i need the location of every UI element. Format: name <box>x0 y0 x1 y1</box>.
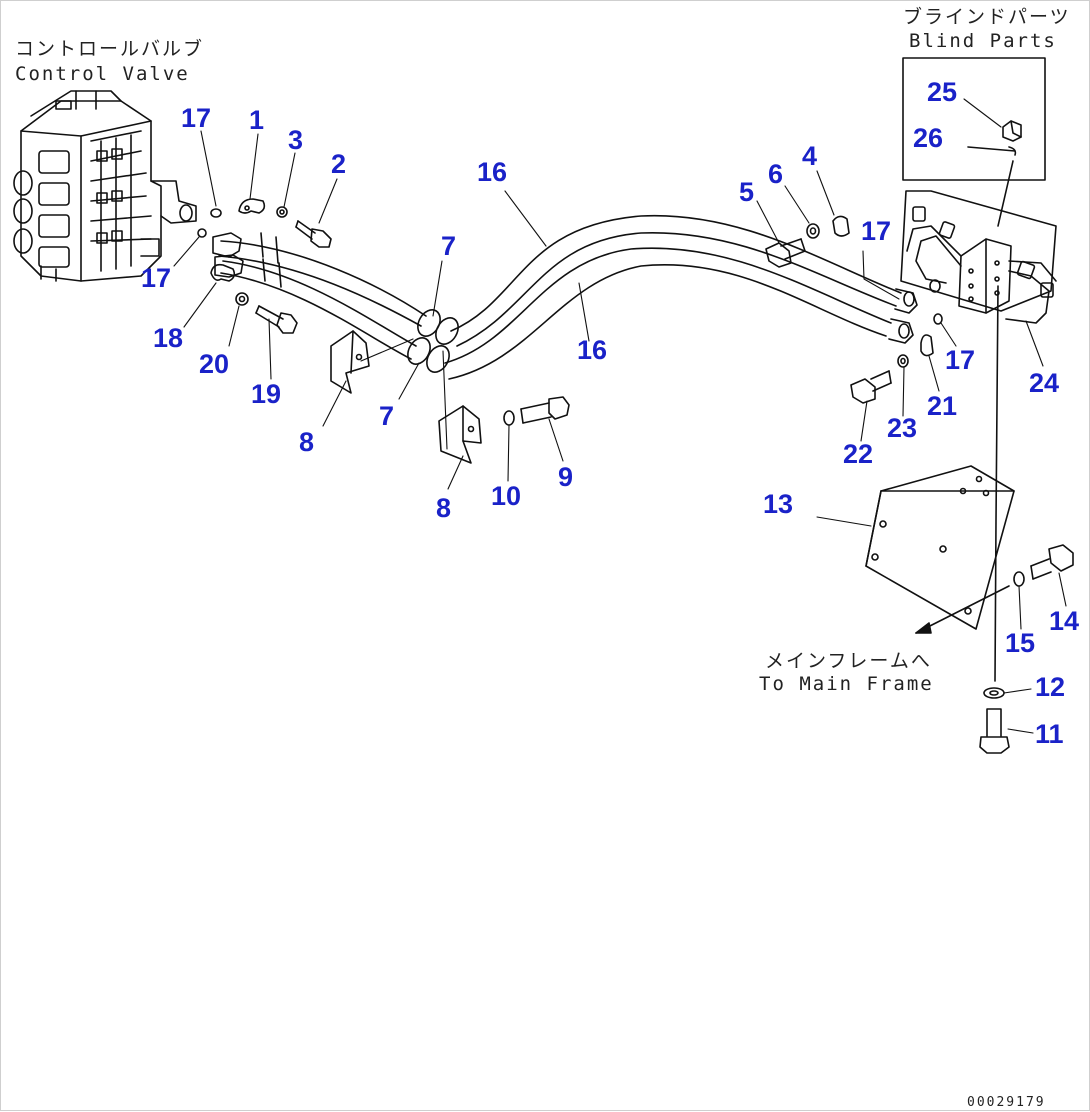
callout-16: 16 <box>577 335 608 365</box>
control-valve-label-en: Control Valve <box>15 63 190 85</box>
callout-14: 14 <box>1049 606 1080 636</box>
callout-19: 19 <box>251 379 282 409</box>
callout-25: 25 <box>927 77 958 107</box>
callout-16: 16 <box>477 157 508 187</box>
callout-8: 8 <box>436 493 452 523</box>
callout-17: 17 <box>181 103 212 133</box>
callout-3: 3 <box>288 125 304 155</box>
callout-24: 24 <box>1029 368 1060 398</box>
main-frame-label-jp: メインフレームへ <box>765 650 932 672</box>
callout-20: 20 <box>199 349 230 379</box>
callout-23: 23 <box>887 413 918 443</box>
callout-7: 7 <box>379 401 395 431</box>
callout-7: 7 <box>441 231 457 261</box>
callout-17: 17 <box>141 263 172 293</box>
callout-18: 18 <box>153 323 184 353</box>
callout-4: 4 <box>802 141 818 171</box>
callout-1: 1 <box>249 105 265 135</box>
callout-10: 10 <box>491 481 522 511</box>
callout-13: 13 <box>763 489 794 519</box>
callout-17: 17 <box>945 345 976 375</box>
callout-2: 2 <box>331 149 347 179</box>
callout-9: 9 <box>558 462 574 492</box>
drawing-number: 00029179 <box>967 1095 1046 1110</box>
callout-17: 17 <box>861 216 892 246</box>
callout-5: 5 <box>739 177 755 207</box>
callout-26: 26 <box>913 123 944 153</box>
callout-11: 11 <box>1035 719 1064 749</box>
control-valve-drawing <box>13 90 197 282</box>
control-valve-label-jp: コントロールバルブ <box>15 38 205 60</box>
main-frame-label-en: To Main Frame <box>759 673 934 695</box>
blind-parts-label-en: Blind Parts <box>909 30 1057 52</box>
callout-21: 21 <box>927 391 958 421</box>
callout-15: 15 <box>1005 628 1036 658</box>
callout-12: 12 <box>1035 672 1066 702</box>
callout-6: 6 <box>768 159 784 189</box>
callout-8: 8 <box>299 427 315 457</box>
blind-parts-label-jp: ブラインドパーツ <box>903 6 1071 28</box>
hose-assembly <box>212 214 918 380</box>
callout-22: 22 <box>843 439 874 469</box>
